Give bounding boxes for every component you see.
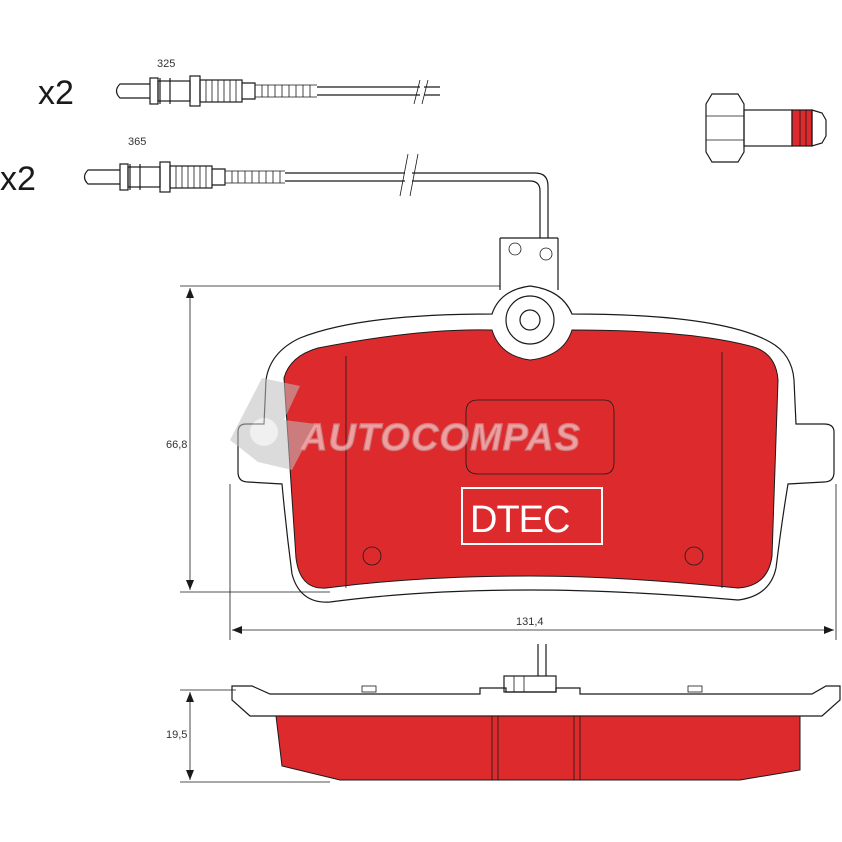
brake-pad-side-view (231, 644, 841, 781)
watermark-text: AUTOCOMPAS (299, 417, 581, 459)
height-value: 66,8 (166, 439, 187, 451)
quantity-label-top: x2 (38, 74, 74, 112)
wear-sensor-365: x2 365 (0, 136, 549, 238)
dtec-label: DTEC (470, 499, 569, 541)
side-friction-material (275, 715, 801, 781)
width-value: 131,4 (516, 616, 544, 628)
dtec-badge (461, 487, 603, 545)
friction-material (283, 329, 779, 589)
thread-lock-marker (791, 109, 813, 147)
watermark-logo (230, 378, 316, 470)
watermark: AUTOCOMPAS (230, 378, 581, 470)
width-dimension: 131,4 (229, 484, 837, 640)
thickness-value: 19,5 (166, 729, 187, 741)
quantity-label-bottom: x2 (0, 160, 36, 198)
thickness-dimension: 19,5 (166, 689, 330, 783)
wear-sensor-325: x2 325 (38, 58, 440, 112)
sensor-length-365: 365 (128, 136, 146, 148)
height-dimension: 66,8 (166, 285, 500, 593)
mounting-bolt (705, 93, 827, 163)
brake-pad-front-view: DTEC (237, 237, 835, 603)
sensor-length-325: 325 (157, 58, 175, 70)
